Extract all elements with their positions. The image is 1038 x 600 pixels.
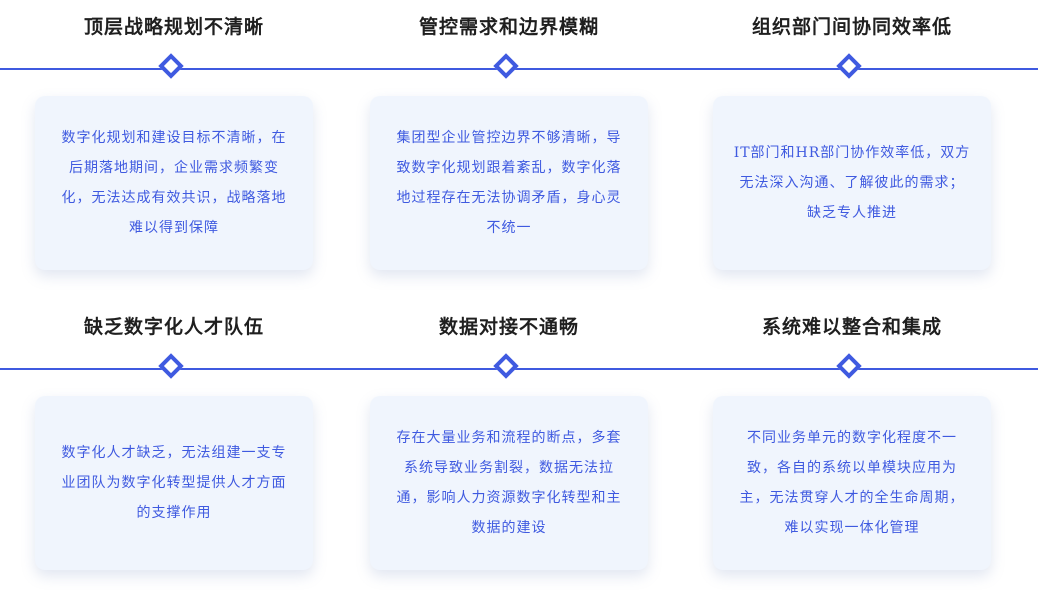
challenge-card: IT部门和HR部门协作效率低，双方无法深入沟通、了解彼此的需求；缺乏专人推进 bbox=[713, 96, 991, 270]
challenge-card: 存在大量业务和流程的断点，多套系统导致业务割裂，数据无法拉通，影响人力资源数字化… bbox=[370, 396, 648, 570]
challenge-item: 数据对接不通畅 存在大量业务和流程的断点，多套系统导致业务割裂，数据无法拉通，影… bbox=[370, 300, 648, 600]
challenge-item: 系统难以整合和集成 不同业务单元的数字化程度不一致，各自的系统以单模块应用为主，… bbox=[713, 300, 991, 600]
challenge-item: 管控需求和边界模糊 集团型企业管控边界不够清晰，导致数字化规划跟着紊乱，数字化落… bbox=[370, 0, 648, 300]
challenge-title: 管控需求和边界模糊 bbox=[418, 16, 599, 38]
timeline-line bbox=[0, 368, 1038, 370]
challenge-title: 顶层战略规划不清晰 bbox=[83, 16, 264, 38]
diamond-marker-icon bbox=[836, 53, 862, 79]
challenge-description: 数字化人才缺乏，无法组建一支专业团队为数字化转型提供人才方面的支撑作用 bbox=[61, 445, 287, 521]
challenge-description: 不同业务单元的数字化程度不一致，各自的系统以单模块应用为主，无法贯穿人才的全生命… bbox=[739, 430, 965, 536]
challenge-row-1: 顶层战略规划不清晰 数字化规划和建设目标不清晰，在后期落地期间，企业需求频繁变化… bbox=[0, 0, 1038, 300]
challenge-card: 集团型企业管控边界不够清晰，导致数字化规划跟着紊乱，数字化落地过程存在无法协调矛… bbox=[370, 96, 648, 270]
challenge-description: 集团型企业管控边界不够清晰，导致数字化规划跟着紊乱，数字化落地过程存在无法协调矛… bbox=[396, 130, 622, 236]
challenge-item: 缺乏数字化人才队伍 数字化人才缺乏，无法组建一支专业团队为数字化转型提供人才方面… bbox=[35, 300, 313, 600]
diamond-marker-icon bbox=[158, 53, 184, 79]
challenge-card: 数字化规划和建设目标不清晰，在后期落地期间，企业需求频繁变化，无法达成有效共识，… bbox=[35, 96, 313, 270]
diamond-marker-icon bbox=[493, 53, 519, 79]
diamond-marker-icon bbox=[158, 353, 184, 379]
diamond-marker-icon bbox=[493, 353, 519, 379]
challenge-description: 数字化规划和建设目标不清晰，在后期落地期间，企业需求频繁变化，无法达成有效共识，… bbox=[61, 130, 287, 236]
challenge-row-2: 缺乏数字化人才队伍 数字化人才缺乏，无法组建一支专业团队为数字化转型提供人才方面… bbox=[0, 300, 1038, 600]
timeline-line bbox=[0, 68, 1038, 70]
challenge-card: 不同业务单元的数字化程度不一致，各自的系统以单模块应用为主，无法贯穿人才的全生命… bbox=[713, 396, 991, 570]
challenge-title: 系统难以整合和集成 bbox=[761, 316, 942, 338]
challenge-title: 缺乏数字化人才队伍 bbox=[83, 316, 264, 338]
challenge-title: 组织部门间协同效率低 bbox=[751, 16, 952, 38]
challenge-description: 存在大量业务和流程的断点，多套系统导致业务割裂，数据无法拉通，影响人力资源数字化… bbox=[396, 430, 622, 536]
challenge-item: 组织部门间协同效率低 IT部门和HR部门协作效率低，双方无法深入沟通、了解彼此的… bbox=[713, 0, 991, 300]
diamond-marker-icon bbox=[836, 353, 862, 379]
challenge-card: 数字化人才缺乏，无法组建一支专业团队为数字化转型提供人才方面的支撑作用 bbox=[35, 396, 313, 570]
challenge-item: 顶层战略规划不清晰 数字化规划和建设目标不清晰，在后期落地期间，企业需求频繁变化… bbox=[35, 0, 313, 300]
challenge-description: IT部门和HR部门协作效率低，双方无法深入沟通、了解彼此的需求；缺乏专人推进 bbox=[733, 145, 971, 221]
challenge-title: 数据对接不通畅 bbox=[438, 316, 579, 338]
